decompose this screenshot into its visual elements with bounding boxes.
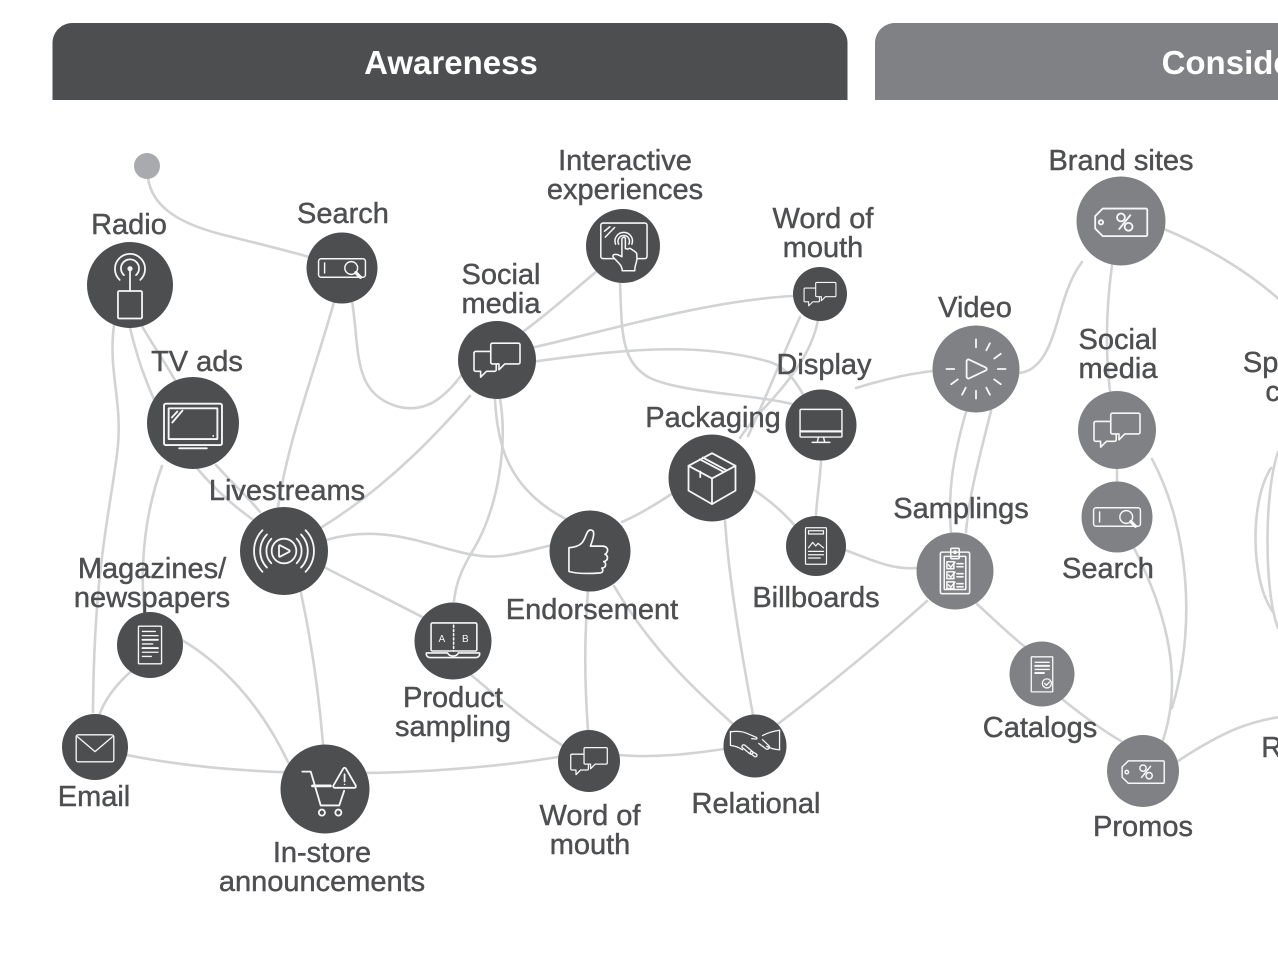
svg-text:TV ads: TV ads — [151, 346, 243, 378]
svg-text:content: content — [1265, 376, 1278, 408]
svg-text:Social: Social — [462, 259, 541, 291]
svg-text:mouth: mouth — [550, 829, 631, 861]
svg-text:announcements: announcements — [219, 866, 425, 898]
svg-text:media: media — [462, 288, 542, 320]
svg-text:Sponsored: Sponsored — [1243, 347, 1278, 379]
svg-text:Catalogs: Catalogs — [983, 712, 1097, 744]
svg-text:Display: Display — [776, 349, 872, 381]
svg-text:Interactive: Interactive — [558, 145, 692, 177]
svg-text:Brand sites: Brand sites — [1048, 145, 1193, 177]
svg-text:Reviews: Reviews — [1261, 732, 1278, 764]
svg-text:Billboards: Billboards — [752, 582, 879, 614]
svg-text:Livestreams: Livestreams — [209, 475, 365, 507]
svg-text:sampling: sampling — [395, 711, 511, 743]
svg-text:Search: Search — [297, 198, 389, 230]
svg-text:mouth: mouth — [783, 232, 864, 264]
svg-text:Magazines/: Magazines/ — [78, 553, 227, 585]
svg-text:newspapers: newspapers — [74, 582, 230, 614]
svg-text:Email: Email — [58, 781, 131, 813]
svg-text:Awareness: Awareness — [364, 44, 538, 81]
svg-text:Relational: Relational — [692, 788, 821, 820]
svg-text:Packaging: Packaging — [645, 402, 780, 434]
svg-text:Endorsement: Endorsement — [506, 594, 679, 626]
svg-text:experiences: experiences — [547, 174, 703, 206]
svg-text:Consideration: Consideration — [1162, 44, 1278, 81]
svg-text:Video: Video — [938, 292, 1012, 324]
svg-text:media: media — [1079, 353, 1159, 385]
svg-text:Promos: Promos — [1093, 811, 1193, 843]
svg-text:Search: Search — [1062, 553, 1154, 585]
svg-text:Product: Product — [403, 682, 503, 714]
svg-text:Word of: Word of — [539, 800, 641, 832]
svg-text:In-store: In-store — [273, 837, 371, 869]
svg-text:Samplings: Samplings — [893, 493, 1028, 525]
svg-text:Radio: Radio — [91, 209, 167, 241]
svg-text:Social: Social — [1079, 324, 1158, 356]
svg-text:Word of: Word of — [772, 203, 874, 235]
